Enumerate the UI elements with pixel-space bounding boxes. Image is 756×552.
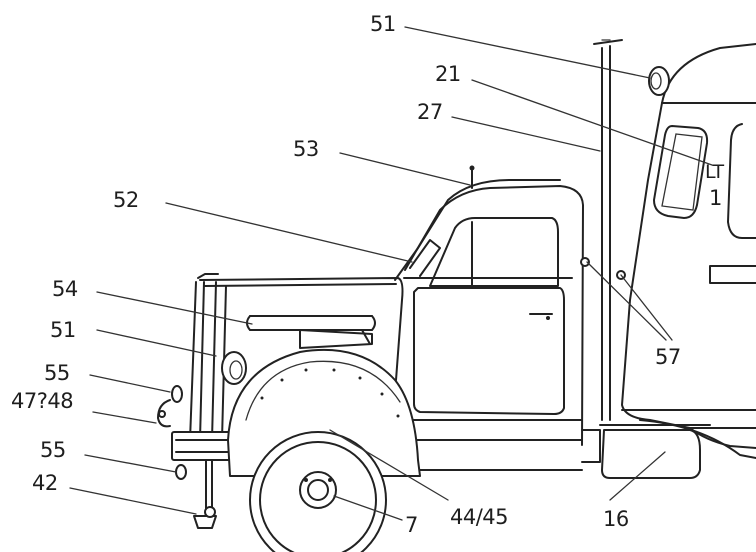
front-stand (193, 459, 217, 529)
label-51-left: 51 (50, 318, 76, 342)
rear-box (599, 43, 756, 459)
label-54: 54 (52, 277, 78, 301)
leader-lines (69, 26, 713, 521)
label-27: 27 (417, 100, 443, 124)
label-42: 42 (32, 471, 58, 495)
label-55-top: 55 (44, 361, 70, 385)
door-marking-lt: LT (705, 161, 724, 183)
label-57: 57 (655, 345, 681, 369)
label-51-top: 51 (370, 12, 396, 36)
front-grille (157, 281, 247, 480)
label-21: 21 (435, 62, 461, 86)
front-wheel (249, 431, 387, 552)
antenna-pole (593, 39, 623, 421)
label-7: 7 (405, 513, 418, 537)
cab (394, 165, 626, 471)
label-55-bottom: 55 (40, 438, 66, 462)
truck-body (157, 39, 756, 552)
fuel-tank (601, 429, 701, 479)
label-16: 16 (603, 507, 629, 531)
part-labels: 51 21 27 53 52 54 51 55 47?48 55 42 7 44… (11, 12, 725, 537)
label-44-45: 44/45 (450, 505, 508, 529)
label-47-48: 47?48 (11, 389, 73, 413)
label-52: 52 (113, 188, 139, 212)
hood (197, 273, 404, 381)
door-marking-number: 1 (709, 186, 722, 210)
roof-lamp (648, 66, 670, 96)
label-53: 53 (293, 137, 319, 161)
